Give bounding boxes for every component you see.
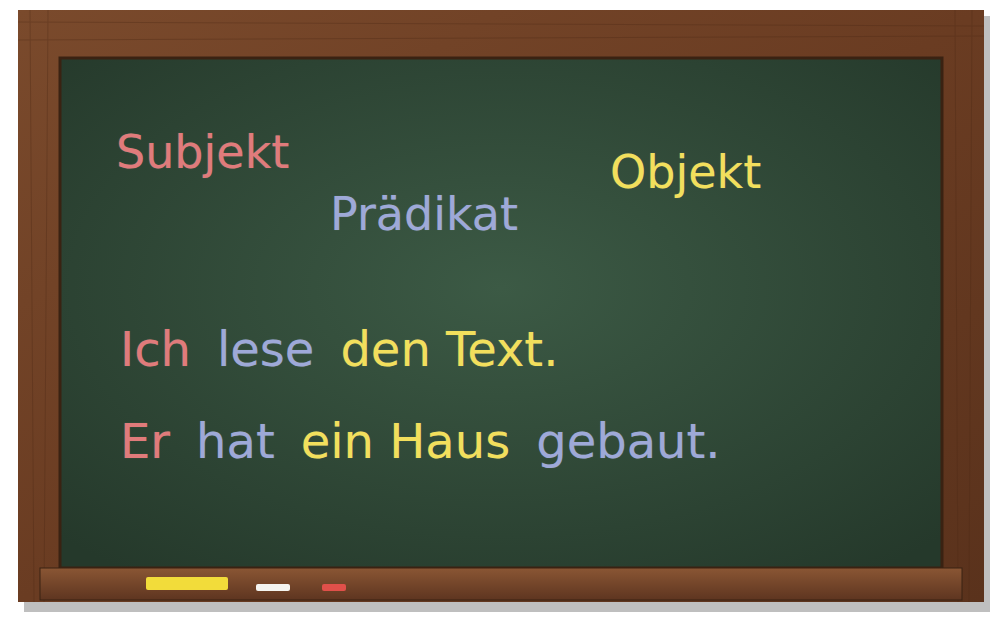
sentence-word: hat bbox=[196, 414, 275, 469]
sentence-word: lese bbox=[217, 322, 314, 377]
wood-frame bbox=[18, 10, 984, 602]
term-heading: Subjekt bbox=[116, 126, 289, 179]
wood-grain bbox=[18, 10, 984, 602]
term-heading: Prädikat bbox=[330, 188, 518, 241]
term-heading: Objekt bbox=[610, 146, 761, 199]
sentence-word: ein Haus bbox=[301, 414, 510, 469]
red-chalk bbox=[322, 584, 346, 591]
sentence-word: den Text. bbox=[340, 322, 558, 377]
chalk-tray bbox=[40, 568, 962, 600]
yellow-chalk bbox=[146, 577, 228, 590]
white-chalk bbox=[256, 584, 290, 591]
sentence-word: Ich bbox=[120, 322, 191, 377]
frame-shadow bbox=[24, 16, 990, 612]
sentence-word: Er bbox=[120, 414, 170, 469]
sentence-word: gebaut. bbox=[536, 414, 720, 469]
board-surface bbox=[60, 58, 942, 568]
